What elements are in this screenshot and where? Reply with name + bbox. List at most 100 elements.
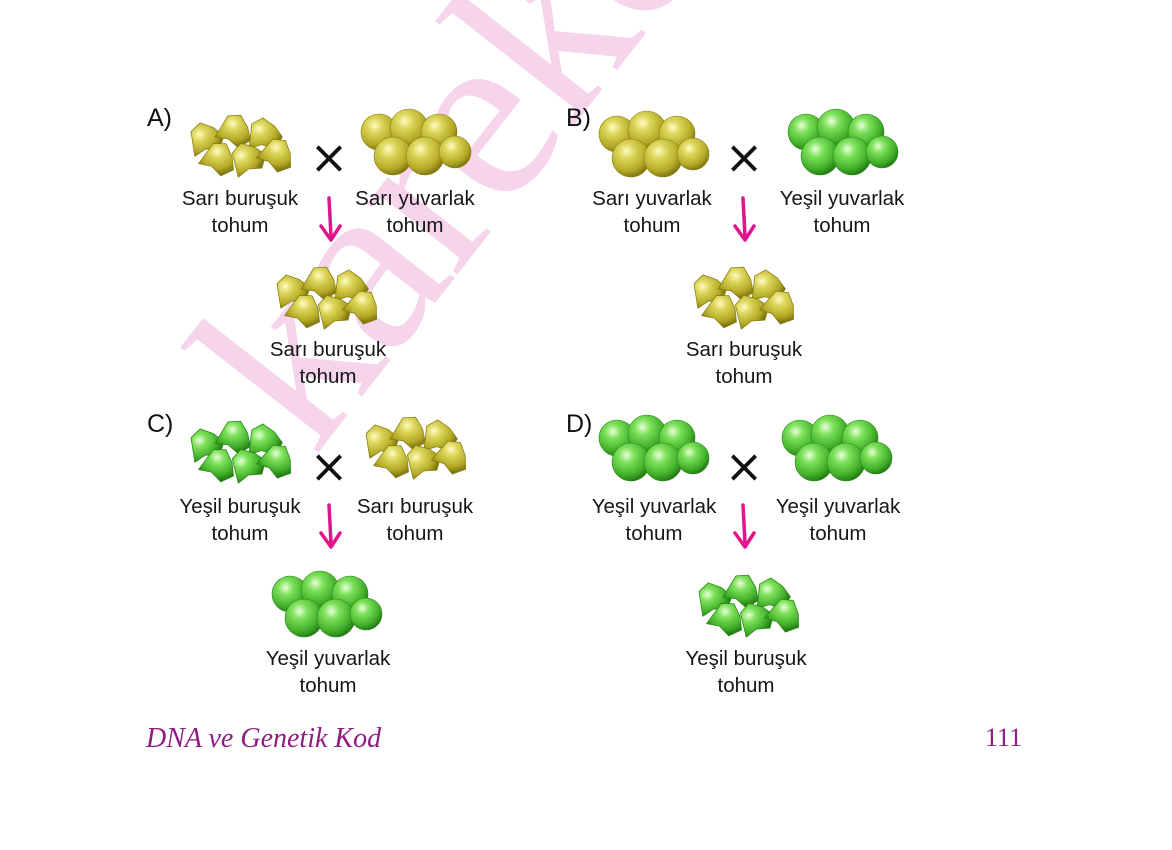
panel-c-offspring-line2: tohum [299, 674, 357, 697]
yellow-wrinkled-seeds-icon [190, 114, 292, 178]
panel-a-parent2-line2: tohum [386, 214, 444, 237]
footer-chapter-title: DNA ve Genetik Kod [146, 723, 382, 754]
yellow-wrinkled-seeds-icon [276, 266, 378, 330]
panel-d-parent2-label: Yeşil yuvarlak tohum [748, 493, 928, 547]
green-wrinkled-seeds-icon [698, 574, 800, 638]
panel-b-parent1-label: Sarı yuvarlak tohum [562, 185, 742, 239]
panel-d-offspring-line2: tohum [717, 674, 775, 697]
panel-d-parent1-line2: tohum [625, 522, 683, 545]
wrinkled-seed [231, 143, 266, 178]
panel-b-offspring-line1: Sarı buruşuk [685, 338, 803, 361]
wrinkled-seed [739, 603, 774, 638]
panel-a-cross-symbol: × [309, 130, 349, 184]
panel-a-parent2-label: Sarı yuvarlak tohum [325, 185, 505, 239]
yellow-wrinkled-seeds-icon [693, 266, 795, 330]
panel-a-arrow-icon [319, 196, 342, 242]
round-seed [405, 136, 445, 176]
panel-b-parent1-line1: Sarı yuvarlak [592, 187, 712, 210]
watermark-text: karekök [138, 0, 836, 492]
round-seed [865, 135, 899, 169]
panel-b-parent1-seeds [595, 110, 715, 180]
panel-b-parent2-label: Yeşil yuvarlak tohum [752, 185, 932, 239]
panel-c-parent2-seeds [357, 412, 477, 482]
panel-d-offspring-seeds [690, 570, 810, 640]
green-round-seeds-icon [787, 108, 899, 176]
panel-b-offspring-label: Sarı buruşuk tohum [654, 336, 834, 390]
round-seed [832, 136, 872, 176]
panel-d-parent2-line1: Yeşil yuvarlak [775, 495, 901, 518]
panel-b-offspring-seeds [685, 262, 805, 332]
panel-a-parent2-seeds [357, 108, 477, 178]
panel-a-offspring-line2: tohum [299, 365, 357, 388]
wrinkled-seed [317, 295, 352, 330]
green-wrinkled-seeds-icon [190, 420, 292, 484]
wrinkled-seed [701, 295, 737, 329]
panel-b-arrow-icon [733, 196, 756, 242]
panel-a-offspring-seeds [268, 262, 388, 332]
panel-b-parent2-seeds [784, 108, 904, 178]
wrinkled-seed [255, 444, 292, 479]
round-seed [349, 597, 383, 631]
wrinkled-seed [214, 420, 251, 454]
panel-c-parent2-line1: Sarı buruşuk [356, 495, 474, 518]
wrinkled-seed [231, 449, 266, 484]
panel-d-parent1-label: Yeşil yuvarlak tohum [564, 493, 744, 547]
wrinkled-seed [198, 143, 234, 177]
panel-c-offspring-label: Yeşil yuvarlak tohum [238, 645, 418, 699]
panel-c-offspring-seeds [268, 570, 388, 640]
wrinkled-seed [255, 138, 292, 173]
wrinkled-seed [430, 440, 467, 475]
yellow-wrinkled-seeds-icon [365, 416, 467, 480]
page-number: 111 [985, 723, 1023, 752]
wrinkled-seed [284, 295, 320, 329]
round-seed [643, 442, 683, 482]
round-seed [826, 442, 866, 482]
panel-d-parent2-line2: tohum [809, 522, 867, 545]
panel-b-offspring-line2: tohum [715, 365, 773, 388]
panel-d-parent2-seeds [778, 414, 898, 484]
round-seed [676, 137, 710, 171]
panel-c-parent1-line2: tohum [211, 522, 269, 545]
wrinkled-seed [341, 290, 378, 325]
panel-a-offspring-line1: Sarı buruşuk [269, 338, 387, 361]
round-seed [859, 441, 893, 475]
panel-a-parent1-label: Sarı buruşuk tohum [150, 185, 330, 239]
panel-c-arrow-icon [319, 503, 342, 549]
wrinkled-seed [389, 416, 426, 450]
panel-b-parent2-line1: Yeşil yuvarlak [779, 187, 905, 210]
wrinkled-seed [722, 574, 759, 608]
panel-a-parent1-line2: tohum [211, 214, 269, 237]
wrinkled-seed [198, 449, 234, 483]
panel-c-parent1-label: Yeşil buruşuk tohum [150, 493, 330, 547]
panel-c-offspring-line1: Yeşil yuvarlak [265, 647, 391, 670]
panel-d-arrow-icon [733, 503, 756, 549]
wrinkled-seed [706, 603, 742, 637]
wrinkled-seed [717, 266, 754, 300]
wrinkled-seed [763, 598, 800, 633]
wrinkled-seed [214, 114, 251, 148]
panel-d-cross-symbol: × [724, 439, 764, 493]
green-round-seeds-icon [598, 414, 710, 482]
panel-d-offspring-label: Yeşil buruşuk tohum [656, 645, 836, 699]
panel-b-parent1-line2: tohum [623, 214, 681, 237]
round-seed [676, 441, 710, 475]
wrinkled-seed [758, 290, 795, 325]
panel-a-offspring-label: Sarı buruşuk tohum [238, 336, 418, 390]
panel-a-parent1-seeds [182, 110, 302, 180]
round-seed [438, 135, 472, 169]
panel-d-parent1-seeds [595, 414, 715, 484]
panel-a-letter: A) [147, 104, 172, 132]
panel-a-parent2-line1: Sarı yuvarlak [355, 187, 475, 210]
round-seed [643, 138, 683, 178]
green-round-seeds-icon [271, 570, 383, 638]
panel-c-parent2-line2: tohum [386, 522, 444, 545]
panel-c-parent1-line1: Yeşil buruşuk [179, 495, 301, 518]
panel-c-parent1-seeds [182, 416, 302, 486]
panel-d-letter: D) [566, 410, 593, 438]
yellow-round-seeds-icon [360, 108, 472, 176]
panel-c-letter: C) [147, 410, 174, 438]
panel-a-parent1-line1: Sarı buruşuk [181, 187, 299, 210]
panel-d-offspring-line1: Yeşil buruşuk [685, 647, 807, 670]
panel-c-parent2-label: Sarı buruşuk tohum [325, 493, 505, 547]
yellow-round-seeds-icon [598, 110, 710, 178]
